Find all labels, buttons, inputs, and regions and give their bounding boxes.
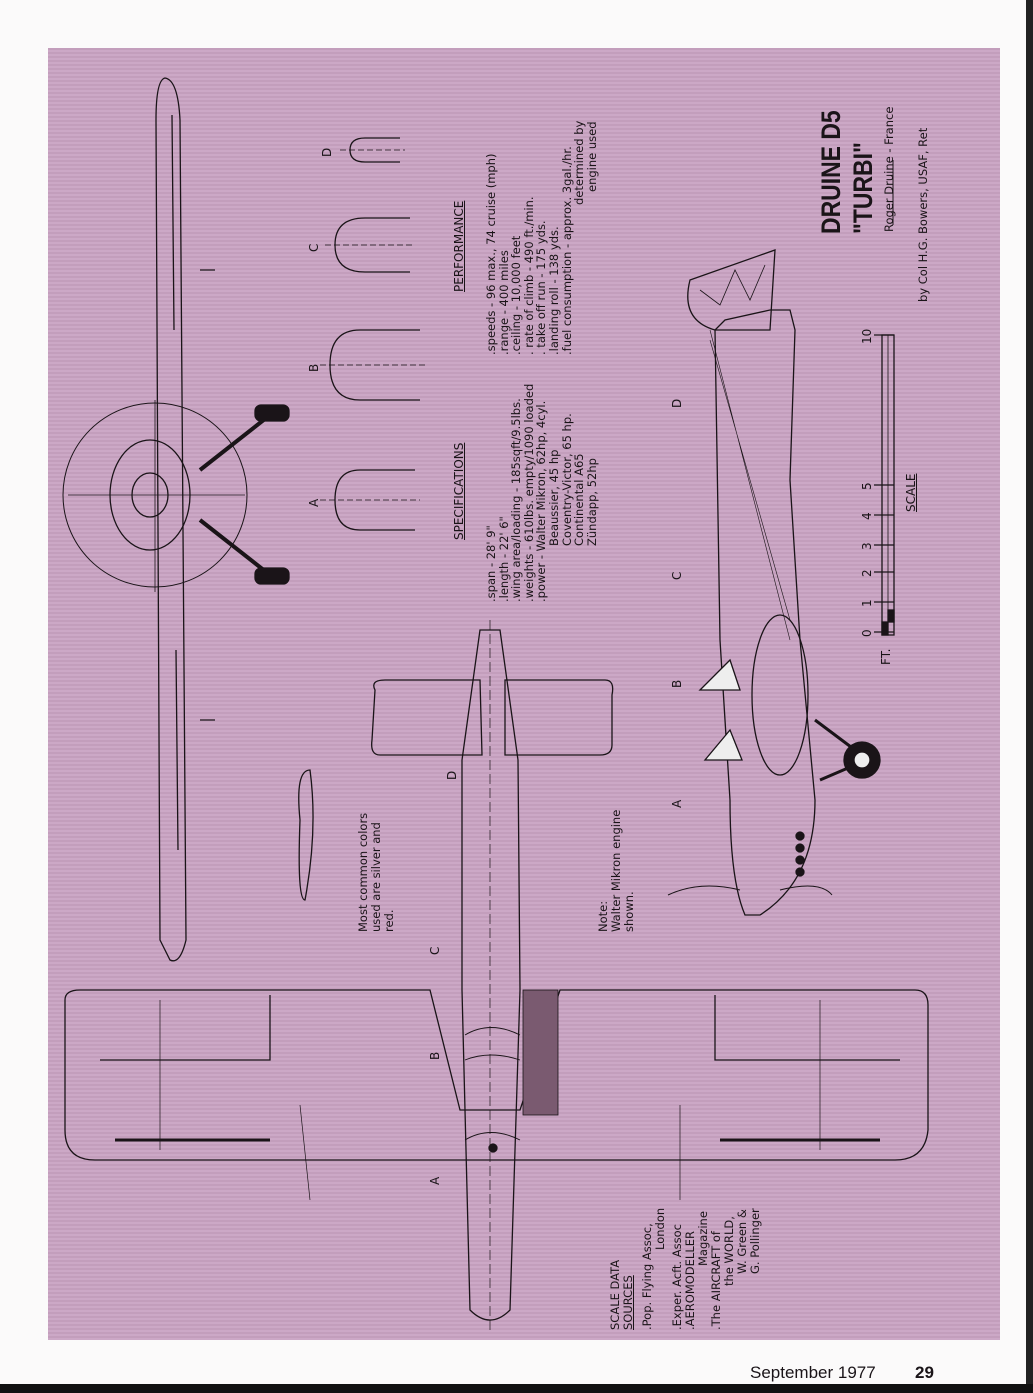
colors-note: Most common colors used are silver and r… [356, 813, 396, 932]
section-label-c: C [428, 946, 442, 955]
source-item-cont: G. Pollinger [748, 1208, 762, 1274]
perf-fuel-cont: engine used [584, 121, 599, 192]
section-label-b: B [307, 363, 321, 372]
section-label-d: D [670, 398, 684, 408]
specifications-list: .span - 28' 9" .length - 22' 6" .wing ar… [484, 384, 599, 602]
scale-tick-2: 2 [860, 569, 874, 577]
spec-power-alt: Beaussier, 45 hp [546, 449, 561, 546]
plan-view [64, 620, 929, 1330]
issue-date: September 1977 [750, 1363, 876, 1382]
section-label-a: A [307, 498, 321, 507]
scale-tick-3: 3 [860, 542, 874, 550]
front-view [62, 77, 290, 962]
scale-tick-5: 5 [860, 482, 874, 490]
source-item-cont: London [653, 1207, 667, 1250]
page-number: 29 [915, 1363, 934, 1382]
drawing-panel [48, 48, 1000, 1340]
scale-unit: FT. [879, 648, 893, 665]
scale-tick-10: 10 [860, 328, 874, 344]
section-label-d: D [320, 147, 334, 157]
colors-note-line: red. [382, 909, 396, 932]
scale-label: SCALE [904, 473, 918, 512]
spec-power-alt: Zündapp, 52hp [584, 458, 599, 546]
scale-data-sources: SCALE DATA SOURCES .Pop. Flying Assoc, L… [608, 1207, 762, 1330]
spec-span: .span - 28' 9" [484, 525, 498, 602]
scale-tick-4: 4 [860, 512, 874, 520]
section-label-c: C [307, 243, 321, 252]
specifications-heading: SPECIFICATIONS [452, 442, 466, 540]
page-edge-bottom [0, 1384, 1033, 1393]
section-label-a: A [670, 799, 684, 808]
section-label-b: B [428, 1051, 442, 1060]
page-edge [1026, 0, 1033, 1393]
spec-wing-area: .wing area/loading - 185sqft/9.5lbs. [509, 398, 524, 602]
scale-bar [874, 334, 895, 636]
perf-ceiling: .ceiling - 10,000 feet [509, 235, 524, 355]
sources-heading: SOURCES [621, 1275, 635, 1330]
section-label-b: B [670, 679, 684, 688]
cross-sections [320, 137, 425, 531]
side-view [667, 249, 881, 916]
title-druine-d5: DRUINE D5 [816, 110, 846, 234]
section-label-c: C [670, 571, 684, 580]
scale-tick-0: 0 [860, 629, 874, 637]
author-credit: by Col H.G. Bowers, USAF, Ret [916, 127, 930, 302]
title-turbi: "TURBI" [848, 142, 878, 234]
section-label-a: A [428, 1176, 442, 1185]
perf-landing: .landing roll - 138 yds. [546, 226, 561, 355]
designer: Roger Druine - France [882, 106, 896, 232]
performance-heading: PERFORMANCE [452, 200, 466, 292]
engine-note-line: shown. [622, 891, 636, 932]
performance-list: .speeds - 96 max., 74 cruise (mph) .rang… [484, 120, 599, 355]
engine-note: Note: Walter Mikron engine shown. [596, 810, 636, 932]
section-label-d: D [445, 770, 459, 780]
spec-power-alt: Continental A65 [572, 453, 587, 546]
perf-fuel-cont: determined by [572, 120, 587, 205]
scale-tick-1: 1 [860, 599, 874, 607]
perf-speeds: .speeds - 96 max., 74 cruise (mph) [484, 153, 498, 355]
